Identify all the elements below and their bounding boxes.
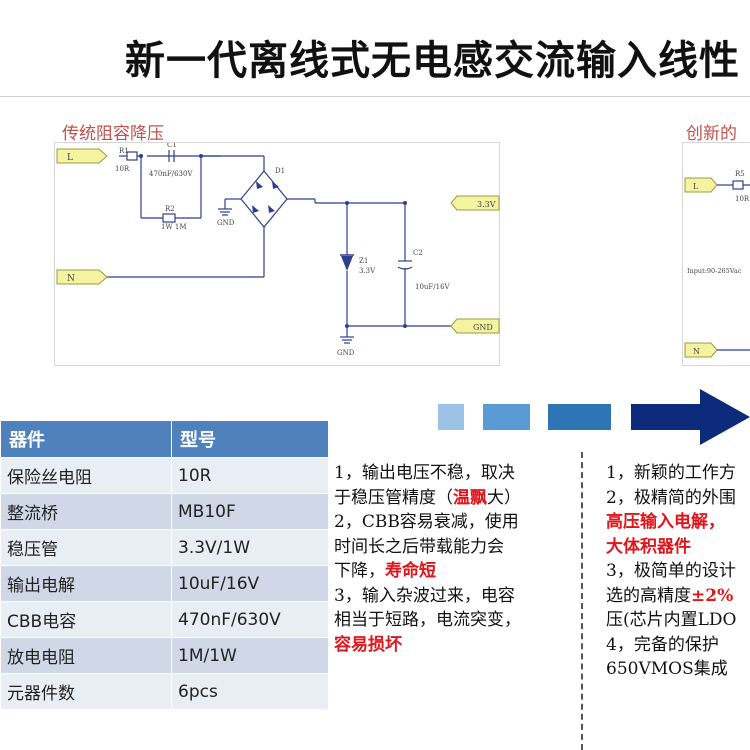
page-title: 新一代离线式无电感交流输入线性 bbox=[125, 38, 740, 84]
r2-label: R2 bbox=[165, 205, 175, 213]
table-row: CBB电容 470nF/630V bbox=[0, 601, 329, 638]
cell-model: 10R bbox=[171, 457, 329, 494]
c2-value: 10uF/16V bbox=[415, 283, 451, 291]
note-line: 2，CBB容易衰减，使用 bbox=[334, 512, 519, 532]
cell-component: 整流桥 bbox=[0, 493, 172, 530]
note-line: 2，极精简的外围 bbox=[606, 487, 736, 508]
note-line: 高压输入电解， bbox=[606, 512, 725, 532]
cell-component: 稳压管 bbox=[0, 529, 172, 566]
note-line: 选的高精度±2% bbox=[606, 585, 734, 606]
traditional-drawbacks-text: 1，输出电压不稳，取决 于稳压管精度（温飘大） 2，CBB容易衰减，使用 时间长… bbox=[334, 461, 560, 657]
port-N-label: N bbox=[67, 274, 75, 284]
cell-model: 6pcs bbox=[171, 673, 329, 710]
table-row: 元器件数 6pcs bbox=[0, 673, 329, 710]
note-line: 1，输出电压不稳，取决 bbox=[334, 463, 515, 483]
highlight-short-life: 寿命短 bbox=[385, 561, 436, 581]
note-line: 于稳压管精度（温飘大） bbox=[334, 487, 521, 508]
c1-value: 470nF/630V bbox=[149, 170, 193, 178]
cell-component: CBB电容 bbox=[0, 601, 172, 638]
port-gnd-label: GND bbox=[473, 323, 493, 332]
cell-component: 保险丝电阻 bbox=[0, 457, 172, 494]
note-line: 3，极简单的设计 bbox=[606, 561, 736, 581]
table-row: 整流桥 MB10F bbox=[0, 493, 329, 530]
right-port-L-label: L bbox=[693, 182, 699, 191]
right-section-label: 创新的 bbox=[686, 124, 737, 144]
cell-model: 3.3V/1W bbox=[171, 529, 329, 566]
cell-component: 元器件数 bbox=[0, 673, 172, 710]
gnd1-label: GND bbox=[217, 219, 235, 227]
note-line: 时间长之后带载能力会 bbox=[334, 536, 504, 557]
note-line: 3，输入杂波过来，电容 bbox=[334, 585, 515, 606]
table-row: 输出电解 10uF/16V bbox=[0, 565, 329, 602]
table-row: 保险丝电阻 10R bbox=[0, 457, 329, 494]
r5-label: R5 bbox=[735, 170, 745, 178]
cell-model: MB10F bbox=[171, 493, 329, 530]
component-table: 器件 型号 保险丝电阻 10R 整流桥 MB10F 稳压管 3.3V/1W 输出… bbox=[0, 420, 329, 710]
cell-model: 470nF/630V bbox=[171, 601, 329, 638]
header-component: 器件 bbox=[0, 420, 172, 458]
innovative-advantages-text: 1，新颖的工作方 2，极精简的外围 高压输入电解， 大体积器件 3，极简单的设计… bbox=[606, 461, 750, 682]
arrow-block-2 bbox=[483, 404, 530, 430]
c2-label: C2 bbox=[413, 249, 423, 257]
r5-value: 10R bbox=[735, 195, 750, 203]
note-line: 4，完备的保护 bbox=[606, 634, 719, 655]
dashed-divider bbox=[581, 452, 583, 750]
z1-label: Z1 bbox=[359, 257, 368, 265]
cell-model: 10uF/16V bbox=[171, 565, 329, 602]
highlight-precision: ±2% bbox=[691, 585, 734, 606]
port-L-label: L bbox=[67, 153, 73, 163]
note-line: 650VMOS集成 bbox=[606, 659, 728, 679]
cell-component: 输出电解 bbox=[0, 565, 172, 602]
highlight-easy-damage: 容易损坏 bbox=[334, 634, 402, 655]
cell-component: 放电电阻 bbox=[0, 637, 172, 674]
note-line: 相当于短路，电流突变， bbox=[334, 610, 521, 630]
traditional-circuit-schematic: L N 3.3V GND R1 10R C1 470nF/630V R2 1W … bbox=[56, 141, 500, 357]
input-voltage-label: Input:90-265Vac bbox=[687, 267, 742, 275]
innovative-circuit-panel: L N R5 10R Input:90-265Vac bbox=[682, 142, 750, 366]
table-header-row: 器件 型号 bbox=[0, 420, 329, 458]
left-section-label: 传统阻容降压 bbox=[62, 124, 164, 144]
note-line: 1，新颖的工作方 bbox=[606, 463, 736, 483]
right-port-N-label: N bbox=[693, 347, 700, 356]
r2-value: 1W 1M bbox=[161, 223, 187, 231]
arrow-block-3 bbox=[548, 404, 611, 430]
note-line: 压(芯片内置LDO bbox=[606, 610, 737, 630]
traditional-circuit-panel: L N 3.3V GND R1 10R C1 470nF/630V R2 1W … bbox=[54, 141, 500, 366]
cell-model: 1M/1W bbox=[171, 637, 329, 674]
c1-label: C1 bbox=[167, 143, 177, 149]
title-divider bbox=[0, 96, 750, 97]
arrow-block-1 bbox=[438, 404, 464, 430]
gnd2-label: GND bbox=[337, 349, 355, 357]
arrow-head bbox=[631, 389, 750, 445]
note-line: 下降，寿命短 bbox=[334, 561, 436, 581]
z1-value: 3.3V bbox=[359, 267, 376, 275]
note-line: 大体积器件 bbox=[606, 536, 691, 557]
port-3v3-label: 3.3V bbox=[477, 200, 496, 209]
highlight-temp-drift: 温飘 bbox=[453, 487, 487, 508]
r1-label: R1 bbox=[119, 147, 129, 155]
header-model: 型号 bbox=[171, 420, 329, 458]
table-row: 稳压管 3.3V/1W bbox=[0, 529, 329, 566]
table-row: 放电电阻 1M/1W bbox=[0, 637, 329, 674]
d1-label: D1 bbox=[275, 167, 285, 175]
r1-value: 10R bbox=[115, 165, 130, 173]
innovative-circuit-schematic: L N R5 10R Input:90-265Vac bbox=[684, 170, 750, 358]
